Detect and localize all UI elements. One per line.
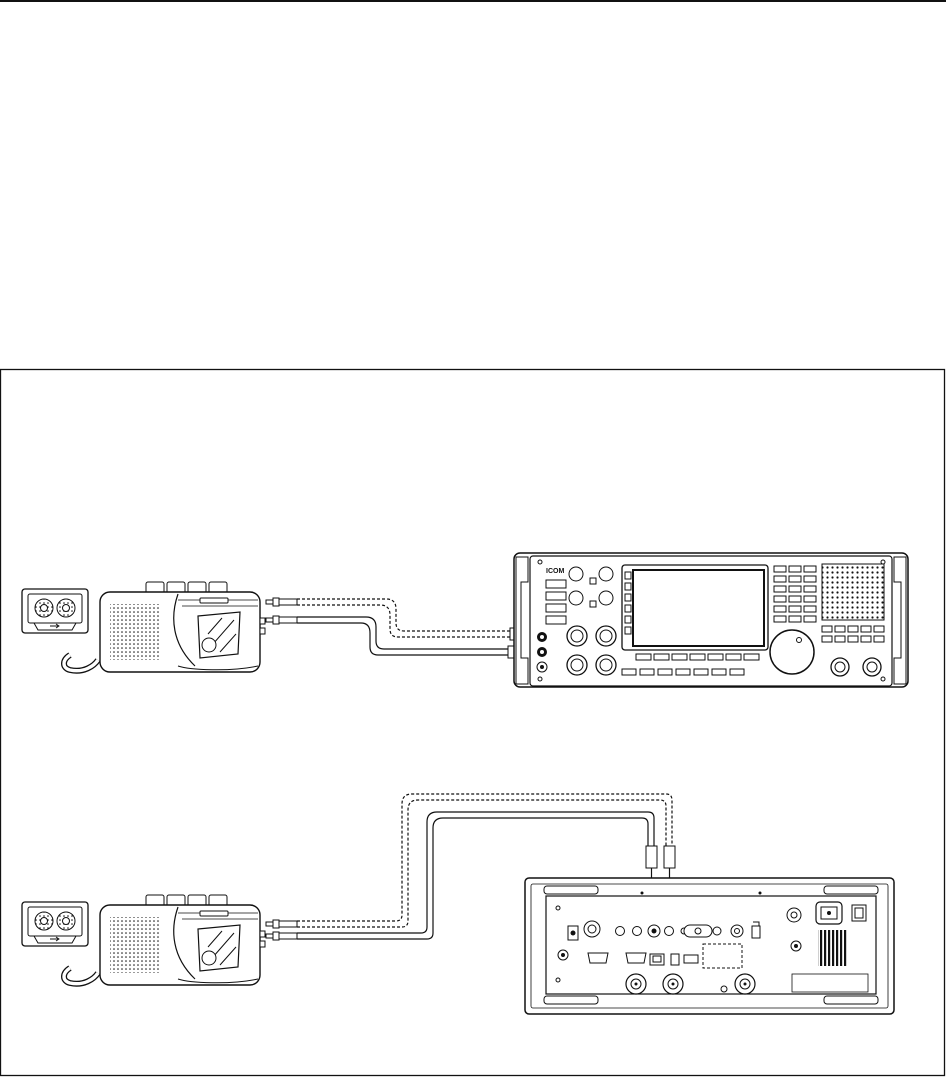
main-dial (770, 630, 814, 674)
cassette-tape-icon (22, 902, 88, 946)
cassette-tape-icon (22, 589, 88, 633)
tape-recorder-icon (64, 582, 265, 672)
icom-logo: ICOM (546, 568, 564, 575)
tape-recorder-icon (64, 895, 265, 985)
cable-top-dashed (297, 599, 510, 637)
transceiver-rear-panel (525, 878, 894, 1014)
transceiver-display (633, 570, 764, 646)
recorder-plug-bottom (266, 920, 297, 940)
speaker-grille (822, 564, 884, 620)
rear-vents (818, 930, 848, 966)
cable-top-solid (297, 617, 508, 655)
recorder-plug-top (266, 598, 297, 624)
transceiver-front-panel: ICOM (514, 553, 908, 687)
rear-panel-plugs (646, 846, 675, 868)
